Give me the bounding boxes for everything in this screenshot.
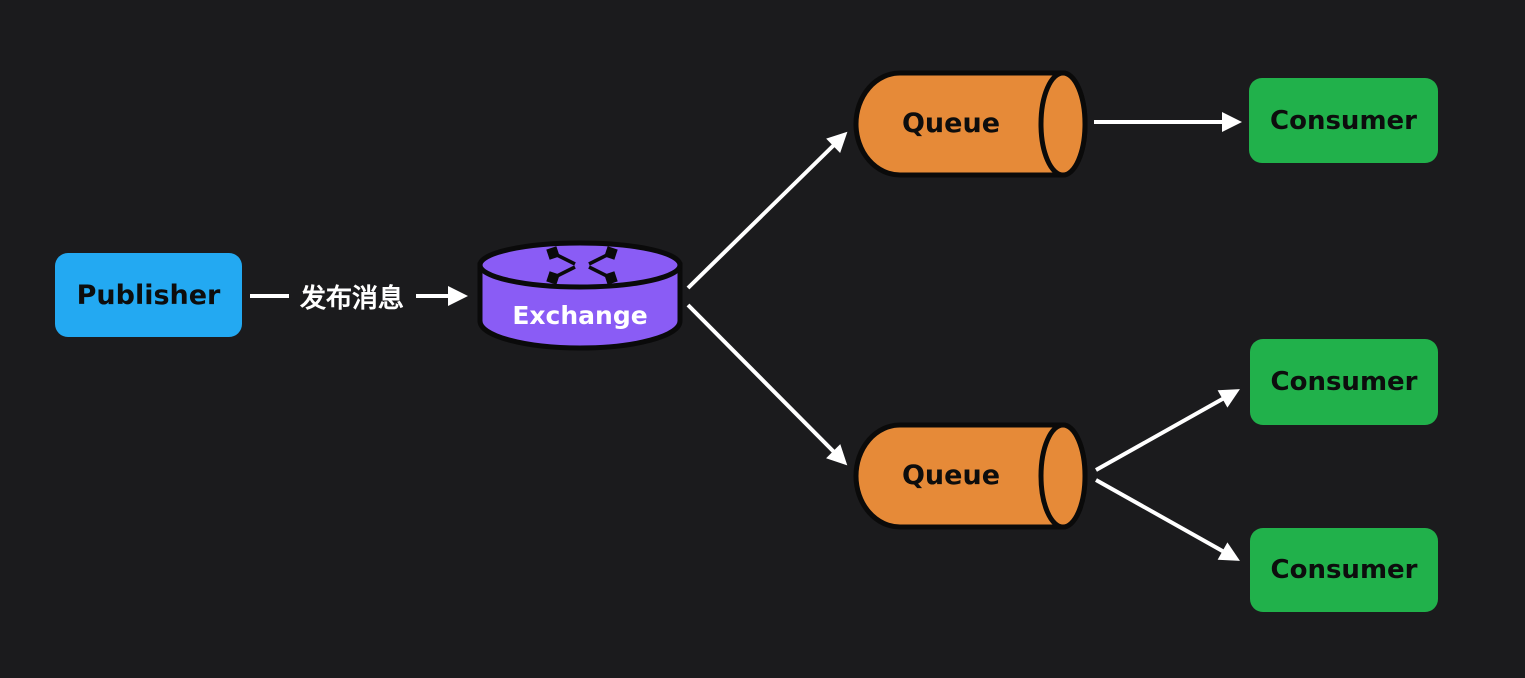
publish-edge-label: 发布消息: [299, 283, 404, 314]
exchange-shape: [477, 240, 683, 351]
consumer-bottom-label: Consumer: [1270, 555, 1418, 585]
edges-layer: [250, 112, 1242, 561]
edge-exchange-queue-bottom: [686, 303, 848, 466]
queue-bottom-shape: [853, 422, 1088, 530]
consumer-top-node: Consumer: [1249, 78, 1438, 163]
publisher-node: Publisher: [55, 253, 242, 337]
router-arrows-icon: [546, 246, 618, 285]
consumer-top-label: Consumer: [1270, 105, 1417, 136]
edge-exchange-queue-top: [686, 131, 848, 290]
consumer-bottom-node: Consumer: [1250, 528, 1438, 612]
queue-top-shape: [853, 70, 1088, 178]
publisher-label: Publisher: [76, 279, 221, 311]
edge-queue-bottom-consumer-middle: [1095, 389, 1240, 472]
edge-queue-bottom-consumer-bottom: [1095, 478, 1240, 561]
consumer-middle-node: Consumer: [1250, 339, 1438, 425]
consumer-middle-label: Consumer: [1270, 367, 1418, 397]
